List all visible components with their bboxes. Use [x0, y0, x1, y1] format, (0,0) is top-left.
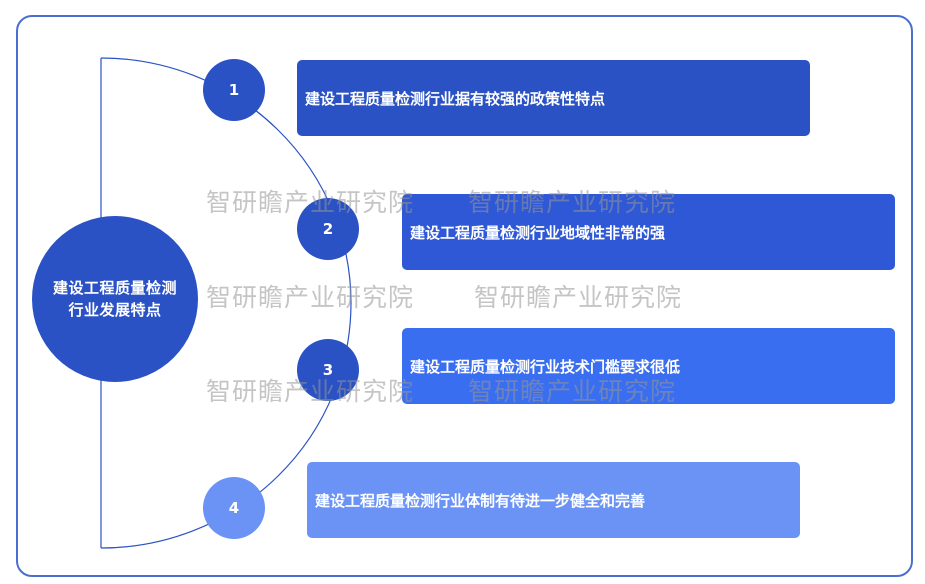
center-label: 建设工程质量检测行业发展特点 — [52, 279, 177, 319]
feature-number: 3 — [322, 361, 334, 379]
feature-text: 建设工程质量检测行业地域性非常的强 — [410, 223, 666, 242]
center-hub: 建设工程质量检测行业发展特点 — [32, 216, 198, 382]
feature-number: 2 — [322, 220, 334, 238]
feature-bar-4: 建设工程质量检测行业体制有待进一步健全和完善 — [307, 462, 800, 538]
feature-bar-1: 建设工程质量检测行业据有较强的政策性特点 — [297, 60, 810, 136]
feature-text: 建设工程质量检测行业据有较强的政策性特点 — [305, 89, 606, 108]
feature-node-1: 1 — [203, 59, 265, 121]
feature-node-2: 2 — [297, 198, 359, 260]
feature-text: 建设工程质量检测行业体制有待进一步健全和完善 — [315, 491, 646, 510]
feature-number: 1 — [228, 81, 240, 99]
feature-text: 建设工程质量检测行业技术门槛要求很低 — [410, 357, 681, 376]
feature-node-4: 4 — [203, 477, 265, 539]
feature-number: 4 — [228, 499, 240, 517]
feature-bar-2: 建设工程质量检测行业地域性非常的强 — [402, 194, 895, 270]
feature-node-3: 3 — [297, 339, 359, 401]
feature-bar-3: 建设工程质量检测行业技术门槛要求很低 — [402, 328, 895, 404]
